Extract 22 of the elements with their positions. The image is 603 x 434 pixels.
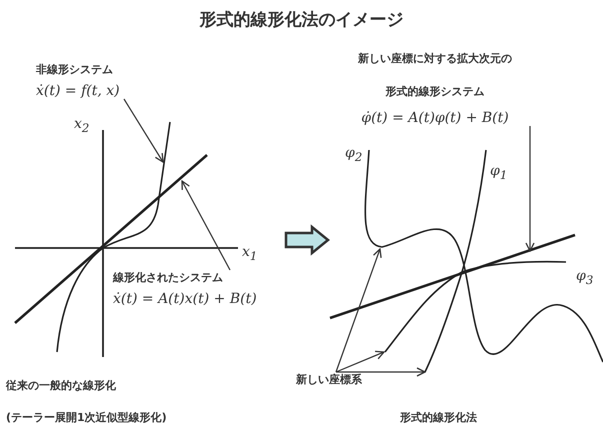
title: 形式的線形化法のイメージ — [200, 10, 404, 30]
leader-arrow — [336, 350, 385, 373]
axis-label: x$_{1}$ — [242, 244, 258, 263]
caption: 従来の一般的な線形化 — [6, 378, 116, 393]
axis-label: x$_{2}$ — [74, 116, 90, 135]
formula: ẋ(t) = f(t, x) — [36, 83, 121, 99]
leader-arrow — [181, 180, 231, 270]
system-label: 新しい座標に対する拡大次元の形式的線形システム — [357, 51, 513, 100]
curve-label: φ$_{1}$ — [490, 163, 508, 182]
formula: ẋ(t) = A(t)x(t) + B(t) — [113, 291, 258, 307]
leader-arrow — [123, 98, 164, 163]
leader-arrow — [335, 248, 382, 372]
caption: (テーラー展開1次近似型線形化) — [6, 410, 167, 425]
caption: 形式的線形化法 — [400, 410, 477, 425]
system-label: 非線形システム — [36, 62, 114, 77]
leader-arrow — [525, 126, 535, 252]
system-label: 線形化されたシステム — [113, 270, 224, 285]
formula: φ̇(t) = A(t)φ(t) + B(t) — [360, 110, 510, 126]
curve-label: φ$_{2}$ — [345, 145, 362, 164]
leader-arrow — [336, 367, 426, 377]
system-label: 新しい座標系 — [296, 372, 363, 387]
curve-label: φ$_{3}$ — [576, 268, 594, 287]
